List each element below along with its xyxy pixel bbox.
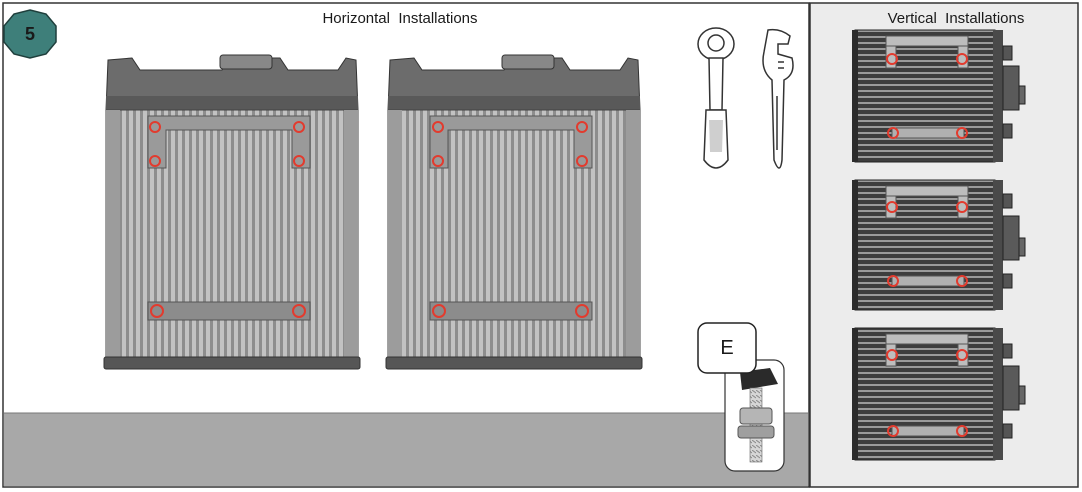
screw-mark — [292, 304, 306, 318]
screw-mark — [956, 201, 968, 213]
callout-label-box — [697, 322, 757, 374]
screw-mark — [150, 304, 164, 318]
screw-mark — [956, 275, 968, 287]
unit-vertical-3 — [852, 327, 1026, 461]
screw-mark — [149, 155, 161, 167]
step-number: 5 — [24, 24, 35, 44]
screw-mark — [956, 425, 968, 437]
screw-mark — [956, 349, 968, 361]
screw-mark — [293, 121, 305, 133]
unit-horizontal-2 — [385, 54, 643, 370]
step-badge — [3, 9, 57, 59]
screw-mark — [887, 127, 899, 139]
screw-mark — [149, 121, 161, 133]
screw-mark — [887, 275, 899, 287]
screw-mark — [956, 127, 968, 139]
screw-mark — [432, 121, 444, 133]
horizontal-title: Horizontal Installations — [322, 10, 478, 27]
screw-mark — [576, 155, 588, 167]
screw-mark — [887, 425, 899, 437]
screw-mark — [293, 155, 305, 167]
screw-mark — [432, 304, 446, 318]
screw-mark — [886, 349, 898, 361]
screw-mark — [956, 53, 968, 65]
unit-vertical-1 — [852, 29, 1026, 163]
ratchet-wrench-icon — [697, 27, 735, 169]
screw-mark — [432, 155, 444, 167]
screw-mark — [575, 304, 589, 318]
screw-mark — [886, 201, 898, 213]
screw-mark — [576, 121, 588, 133]
unit-vertical-2 — [852, 179, 1026, 311]
callout-label: E — [720, 337, 734, 359]
vertical-title: Vertical Installations — [887, 10, 1025, 27]
adjustable-wrench-icon — [762, 28, 794, 169]
unit-horizontal-1 — [103, 54, 361, 370]
callout-e — [697, 322, 785, 472]
screw-mark — [886, 53, 898, 65]
floor — [4, 413, 808, 486]
